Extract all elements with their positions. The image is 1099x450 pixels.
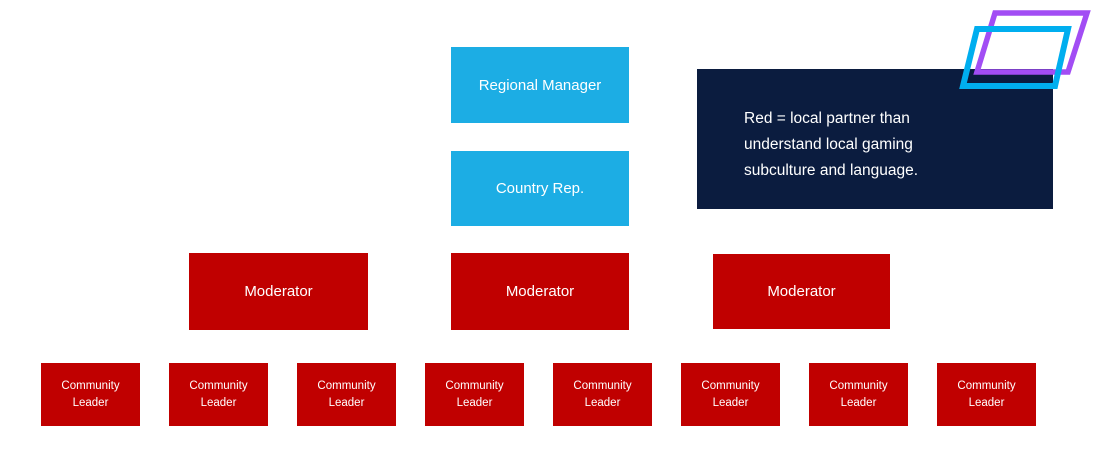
org-box-country-rep: Country Rep. — [451, 151, 629, 226]
org-box-moderator: Moderator — [451, 253, 629, 330]
org-box-community-leader: Community Leader — [809, 363, 908, 426]
org-box-community-leader: Community Leader — [169, 363, 268, 426]
org-box-label: Community Leader — [829, 379, 888, 409]
org-box-moderator: Moderator — [713, 254, 890, 329]
org-box-label: Community Leader — [701, 379, 760, 409]
note-text-line: understand local gaming — [744, 136, 913, 153]
org-box-label: Community Leader — [61, 379, 120, 409]
org-box-label: Community Leader — [957, 379, 1016, 409]
note-text-line: Red = local partner than — [744, 110, 910, 127]
org-box-community-leader: Community Leader — [681, 363, 780, 426]
org-box-community-leader: Community Leader — [425, 363, 524, 426]
org-box-community-leader: Community Leader — [297, 363, 396, 426]
org-box-label: Moderator — [244, 283, 313, 300]
cyan-parallelogram-icon — [959, 26, 1072, 89]
org-box-label: Community Leader — [445, 379, 504, 409]
org-box-label: Community Leader — [317, 379, 376, 409]
purple-parallelogram-icon — [973, 10, 1091, 75]
parallelogram-logo — [959, 10, 1091, 89]
org-box-label: Community Leader — [573, 379, 632, 409]
org-box-label: Moderator — [767, 283, 836, 300]
note-text-line: subculture and language. — [744, 162, 919, 179]
org-box-community-leader: Community Leader — [41, 363, 140, 426]
org-box-label: Country Rep. — [495, 180, 585, 197]
org-box-label: Regional Manager — [478, 76, 602, 94]
org-box-label: Community Leader — [189, 379, 248, 409]
note-box: Red = local partner than understand loca… — [697, 69, 1053, 209]
org-box-community-leader: Community Leader — [937, 363, 1036, 426]
org-box-moderator: Moderator — [189, 253, 368, 330]
org-box-community-leader: Community Leader — [553, 363, 652, 426]
org-box-regional-manager: Regional Manager — [451, 47, 629, 123]
org-box-label: Moderator — [505, 283, 575, 300]
